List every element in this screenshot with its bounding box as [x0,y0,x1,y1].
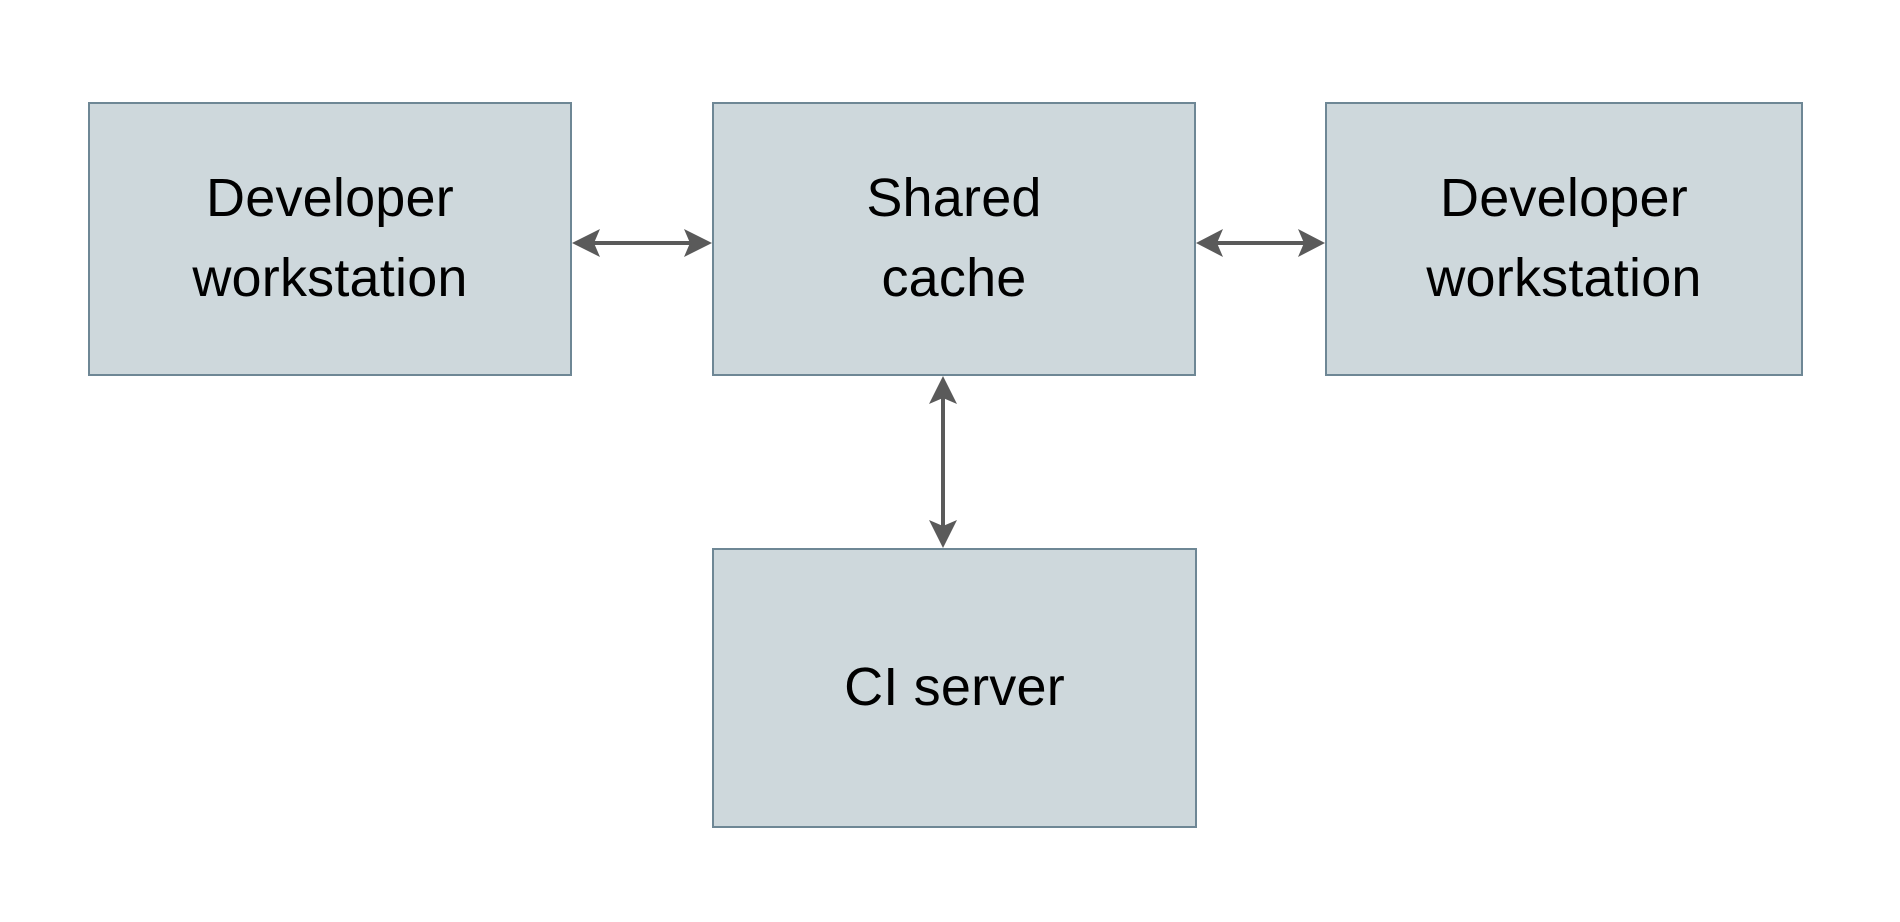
node-label-ci-server: CI server [844,657,1065,718]
node-ci-server[interactable]: CI server [712,548,1197,828]
double-arrow-horizontal-icon [572,229,712,257]
edge-shared-cache-to-ci-server[interactable] [913,374,973,550]
node-label-shared-cache: Shared cache [866,168,1042,308]
edge-shared-cache-to-developer-workstation-right[interactable] [1194,213,1327,273]
edge-developer-workstation-left-to-shared-cache[interactable] [570,213,714,273]
double-arrow-vertical-icon [929,376,957,548]
node-label-developer-workstation-left: Developer workstation [192,168,468,308]
node-label-developer-workstation-right: Developer workstation [1426,168,1702,308]
node-shared-cache[interactable]: Shared cache [712,102,1196,376]
double-arrow-horizontal-icon [1196,229,1325,257]
node-developer-workstation-left[interactable]: Developer workstation [88,102,572,376]
node-developer-workstation-right[interactable]: Developer workstation [1325,102,1803,376]
